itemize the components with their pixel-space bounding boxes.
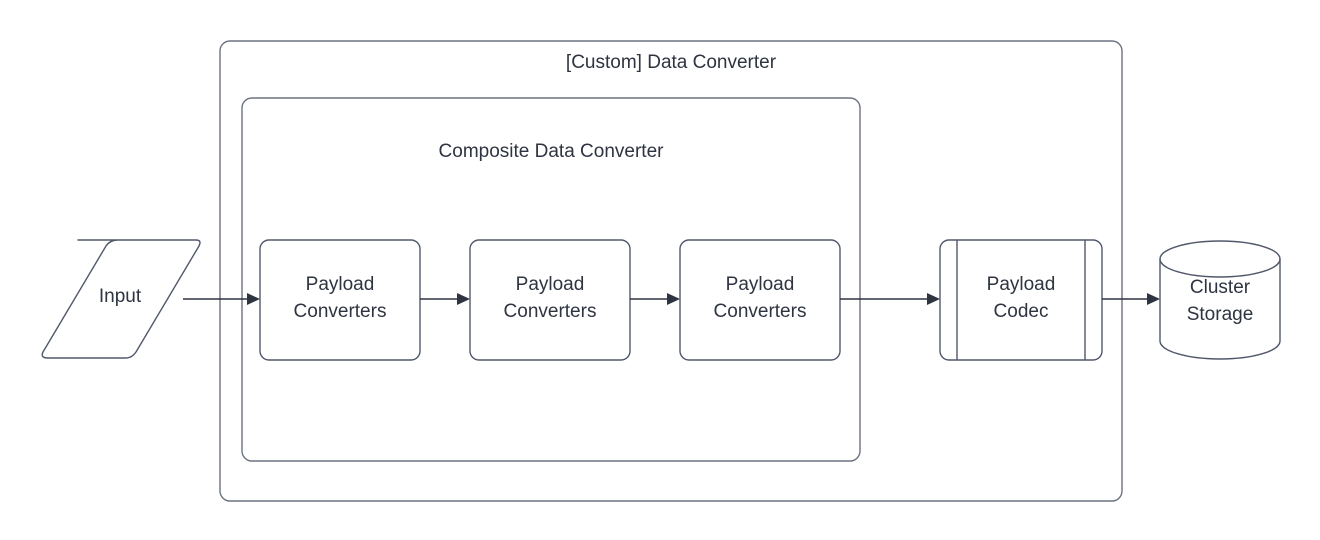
node-payload-converters-1-label-line2: Converters xyxy=(294,301,387,322)
node-payload-converters-2-label-line1: Payload xyxy=(516,274,585,295)
payload-converters-1-shape xyxy=(259,239,421,361)
container-composite-data-converter-label: Composite Data Converter xyxy=(439,141,665,162)
edge-payload-converters-2-to-3 xyxy=(630,293,680,305)
node-payload-converters-3[interactable]: Payload Converters xyxy=(679,239,841,361)
node-cluster-storage-label-line1: Cluster xyxy=(1190,277,1251,298)
node-input[interactable]: Input xyxy=(41,239,201,359)
container-custom-data-converter-label: [Custom] Data Converter xyxy=(566,52,777,73)
node-payload-converters-3-label-line1: Payload xyxy=(726,274,795,295)
payload-converters-3-shape xyxy=(679,239,841,361)
node-payload-converters-1[interactable]: Payload Converters xyxy=(259,239,421,361)
node-input-label: Input xyxy=(99,286,142,307)
edge-payload-converters-3-to-codec xyxy=(840,293,940,305)
edge-payload-converters-1-to-2 xyxy=(420,293,470,305)
container-composite-data-converter[interactable]: Composite Data Converter xyxy=(241,97,861,462)
input-parallelogram-shape xyxy=(41,239,201,359)
node-payload-codec[interactable]: Payload Codec xyxy=(939,239,1103,361)
node-payload-converters-1-label-line1: Payload xyxy=(306,274,375,295)
edge-input-to-payload-converters-1 xyxy=(183,293,260,305)
node-payload-converters-2-label-line2: Converters xyxy=(504,301,597,322)
node-payload-codec-label-line2: Codec xyxy=(994,301,1049,322)
edge-pc1-to-pc2-arrowhead xyxy=(457,293,470,305)
edge-codec-to-storage-arrowhead xyxy=(1147,293,1160,305)
container-custom-data-converter[interactable]: [Custom] Data Converter xyxy=(219,40,1123,502)
payload-codec-shape xyxy=(939,239,1103,361)
node-payload-codec-label-line1: Payload xyxy=(987,274,1056,295)
cluster-storage-cylinder-body xyxy=(1159,240,1281,360)
container-custom-data-converter-border xyxy=(219,40,1123,502)
edge-input-to-pc1-arrowhead xyxy=(247,293,260,305)
node-payload-converters-2[interactable]: Payload Converters xyxy=(469,239,631,361)
node-payload-converters-3-label-line2: Converters xyxy=(714,301,807,322)
node-cluster-storage[interactable]: Cluster Storage xyxy=(1159,240,1281,360)
cluster-storage-cylinder-top xyxy=(1159,258,1281,278)
node-cluster-storage-label-line2: Storage xyxy=(1187,304,1254,325)
edge-codec-to-cluster-storage xyxy=(1102,293,1160,305)
edge-pc3-to-codec-arrowhead xyxy=(927,293,940,305)
container-composite-data-converter-border xyxy=(241,97,861,462)
payload-converters-2-shape xyxy=(469,239,631,361)
edge-pc2-to-pc3-arrowhead xyxy=(667,293,680,305)
